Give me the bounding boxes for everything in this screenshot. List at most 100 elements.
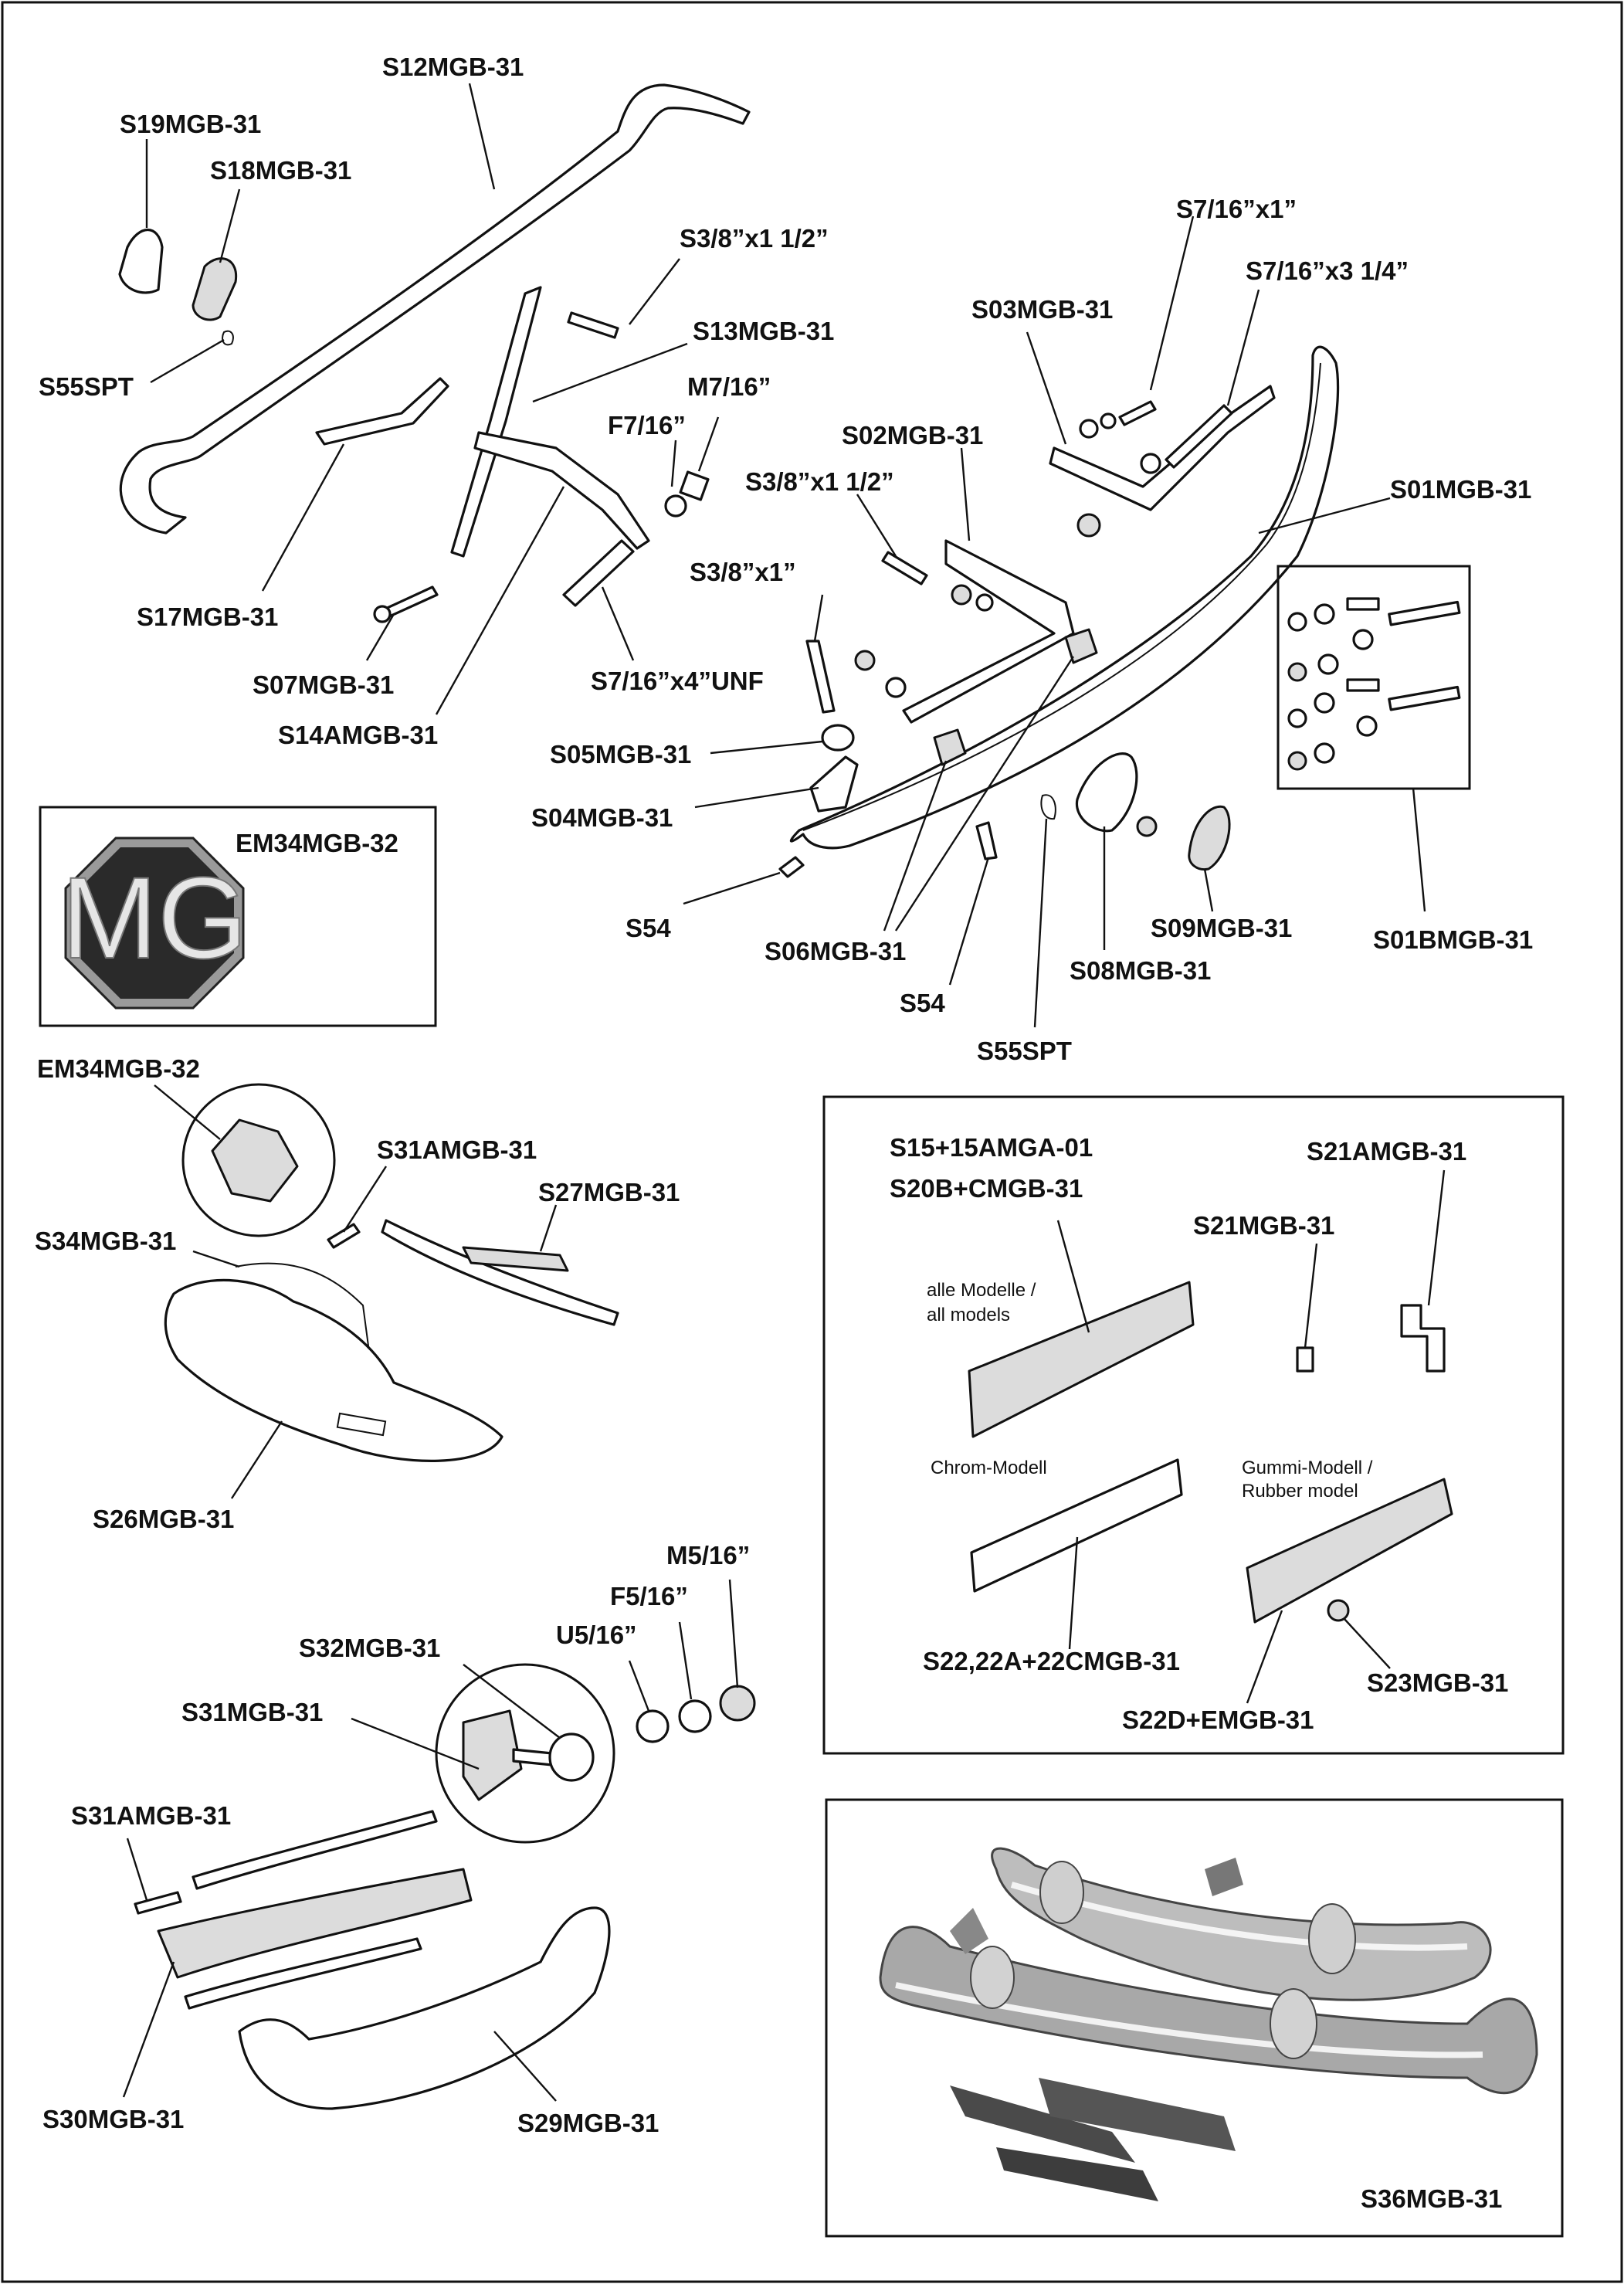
s30-panel-drawing bbox=[157, 1868, 473, 1979]
label-s31a-bottom: S31AMGB-31 bbox=[71, 1801, 231, 1830]
leader-em34-circle bbox=[154, 1084, 221, 1140]
s55spt-bottom-clip-drawing bbox=[1040, 794, 1056, 820]
note-rubber-model-en: Rubber model bbox=[1242, 1481, 1358, 1502]
s716x1-bolt-drawing bbox=[1118, 400, 1157, 426]
label-s21a: S21AMGB-31 bbox=[1307, 1137, 1466, 1166]
s34-rail-drawing bbox=[235, 1262, 371, 1364]
label-s22: S22,22A+22CMGB-31 bbox=[923, 1647, 1180, 1675]
note-chrome-model: Chrom-Modell bbox=[931, 1458, 1047, 1478]
label-f516: F5/16” bbox=[610, 1582, 688, 1610]
s03-washer-c bbox=[1140, 453, 1161, 474]
s30-lower-strip-drawing bbox=[184, 1937, 422, 2010]
s22-plate-drawing bbox=[970, 1458, 1183, 1593]
s54-right-screw-drawing bbox=[975, 821, 998, 860]
label-s03: S03MGB-31 bbox=[971, 295, 1113, 324]
label-s01b: S01BMGB-31 bbox=[1373, 925, 1533, 954]
label-s22d: S22D+EMGB-31 bbox=[1122, 1705, 1314, 1734]
label-s21: S21MGB-31 bbox=[1193, 1211, 1334, 1240]
s01-bumper-edge bbox=[802, 362, 1321, 831]
label-s02: S02MGB-31 bbox=[842, 421, 983, 450]
s01b-hardware-set bbox=[1287, 597, 1461, 771]
label-m516: M5/16” bbox=[666, 1541, 750, 1570]
label-m716: M7/16” bbox=[687, 372, 771, 401]
s21-bracket-drawing bbox=[1296, 1346, 1314, 1373]
s38x112-top-bolt-drawing bbox=[567, 311, 619, 339]
label-s08: S08MGB-31 bbox=[1070, 956, 1211, 985]
f716-washer-drawing bbox=[664, 494, 687, 518]
s07-bolt-head bbox=[373, 605, 392, 623]
label-s01: S01MGB-31 bbox=[1390, 475, 1531, 504]
s02-bracket-drawing bbox=[902, 539, 1075, 724]
s26-bumper-drawing bbox=[164, 1278, 503, 1462]
label-s07: S07MGB-31 bbox=[253, 670, 394, 699]
label-s06: S06MGB-31 bbox=[765, 937, 906, 966]
note-all-models-en: all models bbox=[927, 1305, 1010, 1325]
label-s32: S32MGB-31 bbox=[299, 1634, 440, 1662]
note-all-models-de: alle Modelle / bbox=[927, 1280, 1036, 1301]
s18-cap-drawing bbox=[192, 257, 238, 321]
s716x314-bolt-drawing bbox=[1165, 404, 1233, 469]
s05-spacer-drawing bbox=[821, 724, 855, 752]
label-em34-box: EM34MGB-32 bbox=[236, 829, 398, 857]
label-s04: S04MGB-31 bbox=[531, 803, 673, 832]
s21a-bracket-drawing bbox=[1400, 1304, 1446, 1373]
s03-washer-b bbox=[1100, 412, 1117, 429]
label-s09: S09MGB-31 bbox=[1151, 914, 1292, 942]
label-s12: S12MGB-31 bbox=[382, 53, 524, 81]
s22d-plate-drawing bbox=[1246, 1478, 1453, 1624]
s55spt-top-clip-drawing bbox=[222, 330, 234, 346]
s38x1-bolt-drawing bbox=[805, 640, 836, 714]
label-s29: S29MGB-31 bbox=[517, 2109, 659, 2137]
label-bolt-38x112-top: S3/8”x1 1/2” bbox=[680, 224, 829, 253]
label-s27: S27MGB-31 bbox=[538, 1178, 680, 1206]
emblem-detail-circle bbox=[181, 1083, 336, 1237]
s02-washer-a bbox=[951, 584, 972, 606]
s03-bracket-drawing bbox=[1049, 385, 1276, 511]
bottom-left-leader-lines bbox=[122, 1579, 739, 2102]
s08-cap-drawing bbox=[1075, 752, 1138, 833]
s32-spacer-drawing bbox=[548, 1733, 595, 1782]
s12-bar-drawing bbox=[119, 83, 751, 535]
label-s18: S18MGB-31 bbox=[210, 156, 351, 185]
label-s54-left: S54 bbox=[626, 914, 671, 942]
label-s05: S05MGB-31 bbox=[550, 740, 691, 769]
s716x4-bolt-drawing bbox=[562, 539, 635, 607]
m516-nut-drawing bbox=[719, 1685, 756, 1722]
photo-box bbox=[825, 1798, 1564, 2238]
label-bolt-38x1: S3/8”x1” bbox=[690, 558, 796, 586]
s03-washer-a bbox=[1079, 419, 1099, 439]
mg-emblem-letters: MG bbox=[61, 853, 248, 982]
s01b-hardware-box bbox=[1276, 565, 1471, 790]
s04-bracket-drawing bbox=[809, 755, 859, 813]
label-s54-right: S54 bbox=[900, 989, 945, 1017]
label-s14a: S14AMGB-31 bbox=[278, 721, 438, 749]
s03-nut-drawing bbox=[1076, 513, 1101, 538]
emblem-box bbox=[39, 806, 437, 1027]
label-s34: S34MGB-31 bbox=[35, 1227, 176, 1255]
label-s13: S13MGB-31 bbox=[693, 317, 834, 345]
s31-bracket-drawing bbox=[462, 1709, 523, 1801]
s09-cap-drawing bbox=[1188, 805, 1231, 871]
s23-nut-drawing bbox=[1327, 1599, 1350, 1622]
s26-grille-slot bbox=[336, 1412, 387, 1437]
mg-emblem: MG bbox=[60, 837, 249, 1010]
plates-leader-lines bbox=[1056, 1169, 1446, 1704]
s31-detail-circle bbox=[435, 1663, 615, 1844]
chrome-bumper-kit-illustration bbox=[879, 1847, 1538, 2201]
label-s31a-top: S31AMGB-31 bbox=[377, 1135, 537, 1164]
u516-washer-drawing bbox=[636, 1709, 670, 1743]
label-bolt-716x314: S7/16”x3 1/4” bbox=[1246, 256, 1409, 285]
s31a-top-spring-drawing bbox=[327, 1223, 361, 1249]
label-bolt-716x4: S7/16”x4”UNF bbox=[591, 667, 764, 695]
s54-left-screw-drawing bbox=[778, 856, 805, 878]
s14a-bracket-drawing bbox=[473, 431, 650, 550]
s30-upper-strip-drawing bbox=[192, 1810, 438, 1890]
emblem-detail-drawing bbox=[211, 1118, 299, 1203]
label-s36: S36MGB-31 bbox=[1361, 2184, 1502, 2213]
label-s19: S19MGB-31 bbox=[120, 110, 261, 138]
label-f716: F7/16” bbox=[608, 411, 686, 439]
label-s23: S23MGB-31 bbox=[1367, 1668, 1508, 1697]
s31-stud-drawing bbox=[512, 1748, 554, 1766]
f516-washer-drawing bbox=[678, 1699, 712, 1733]
s38x112-mid-bolt-drawing bbox=[881, 551, 928, 585]
